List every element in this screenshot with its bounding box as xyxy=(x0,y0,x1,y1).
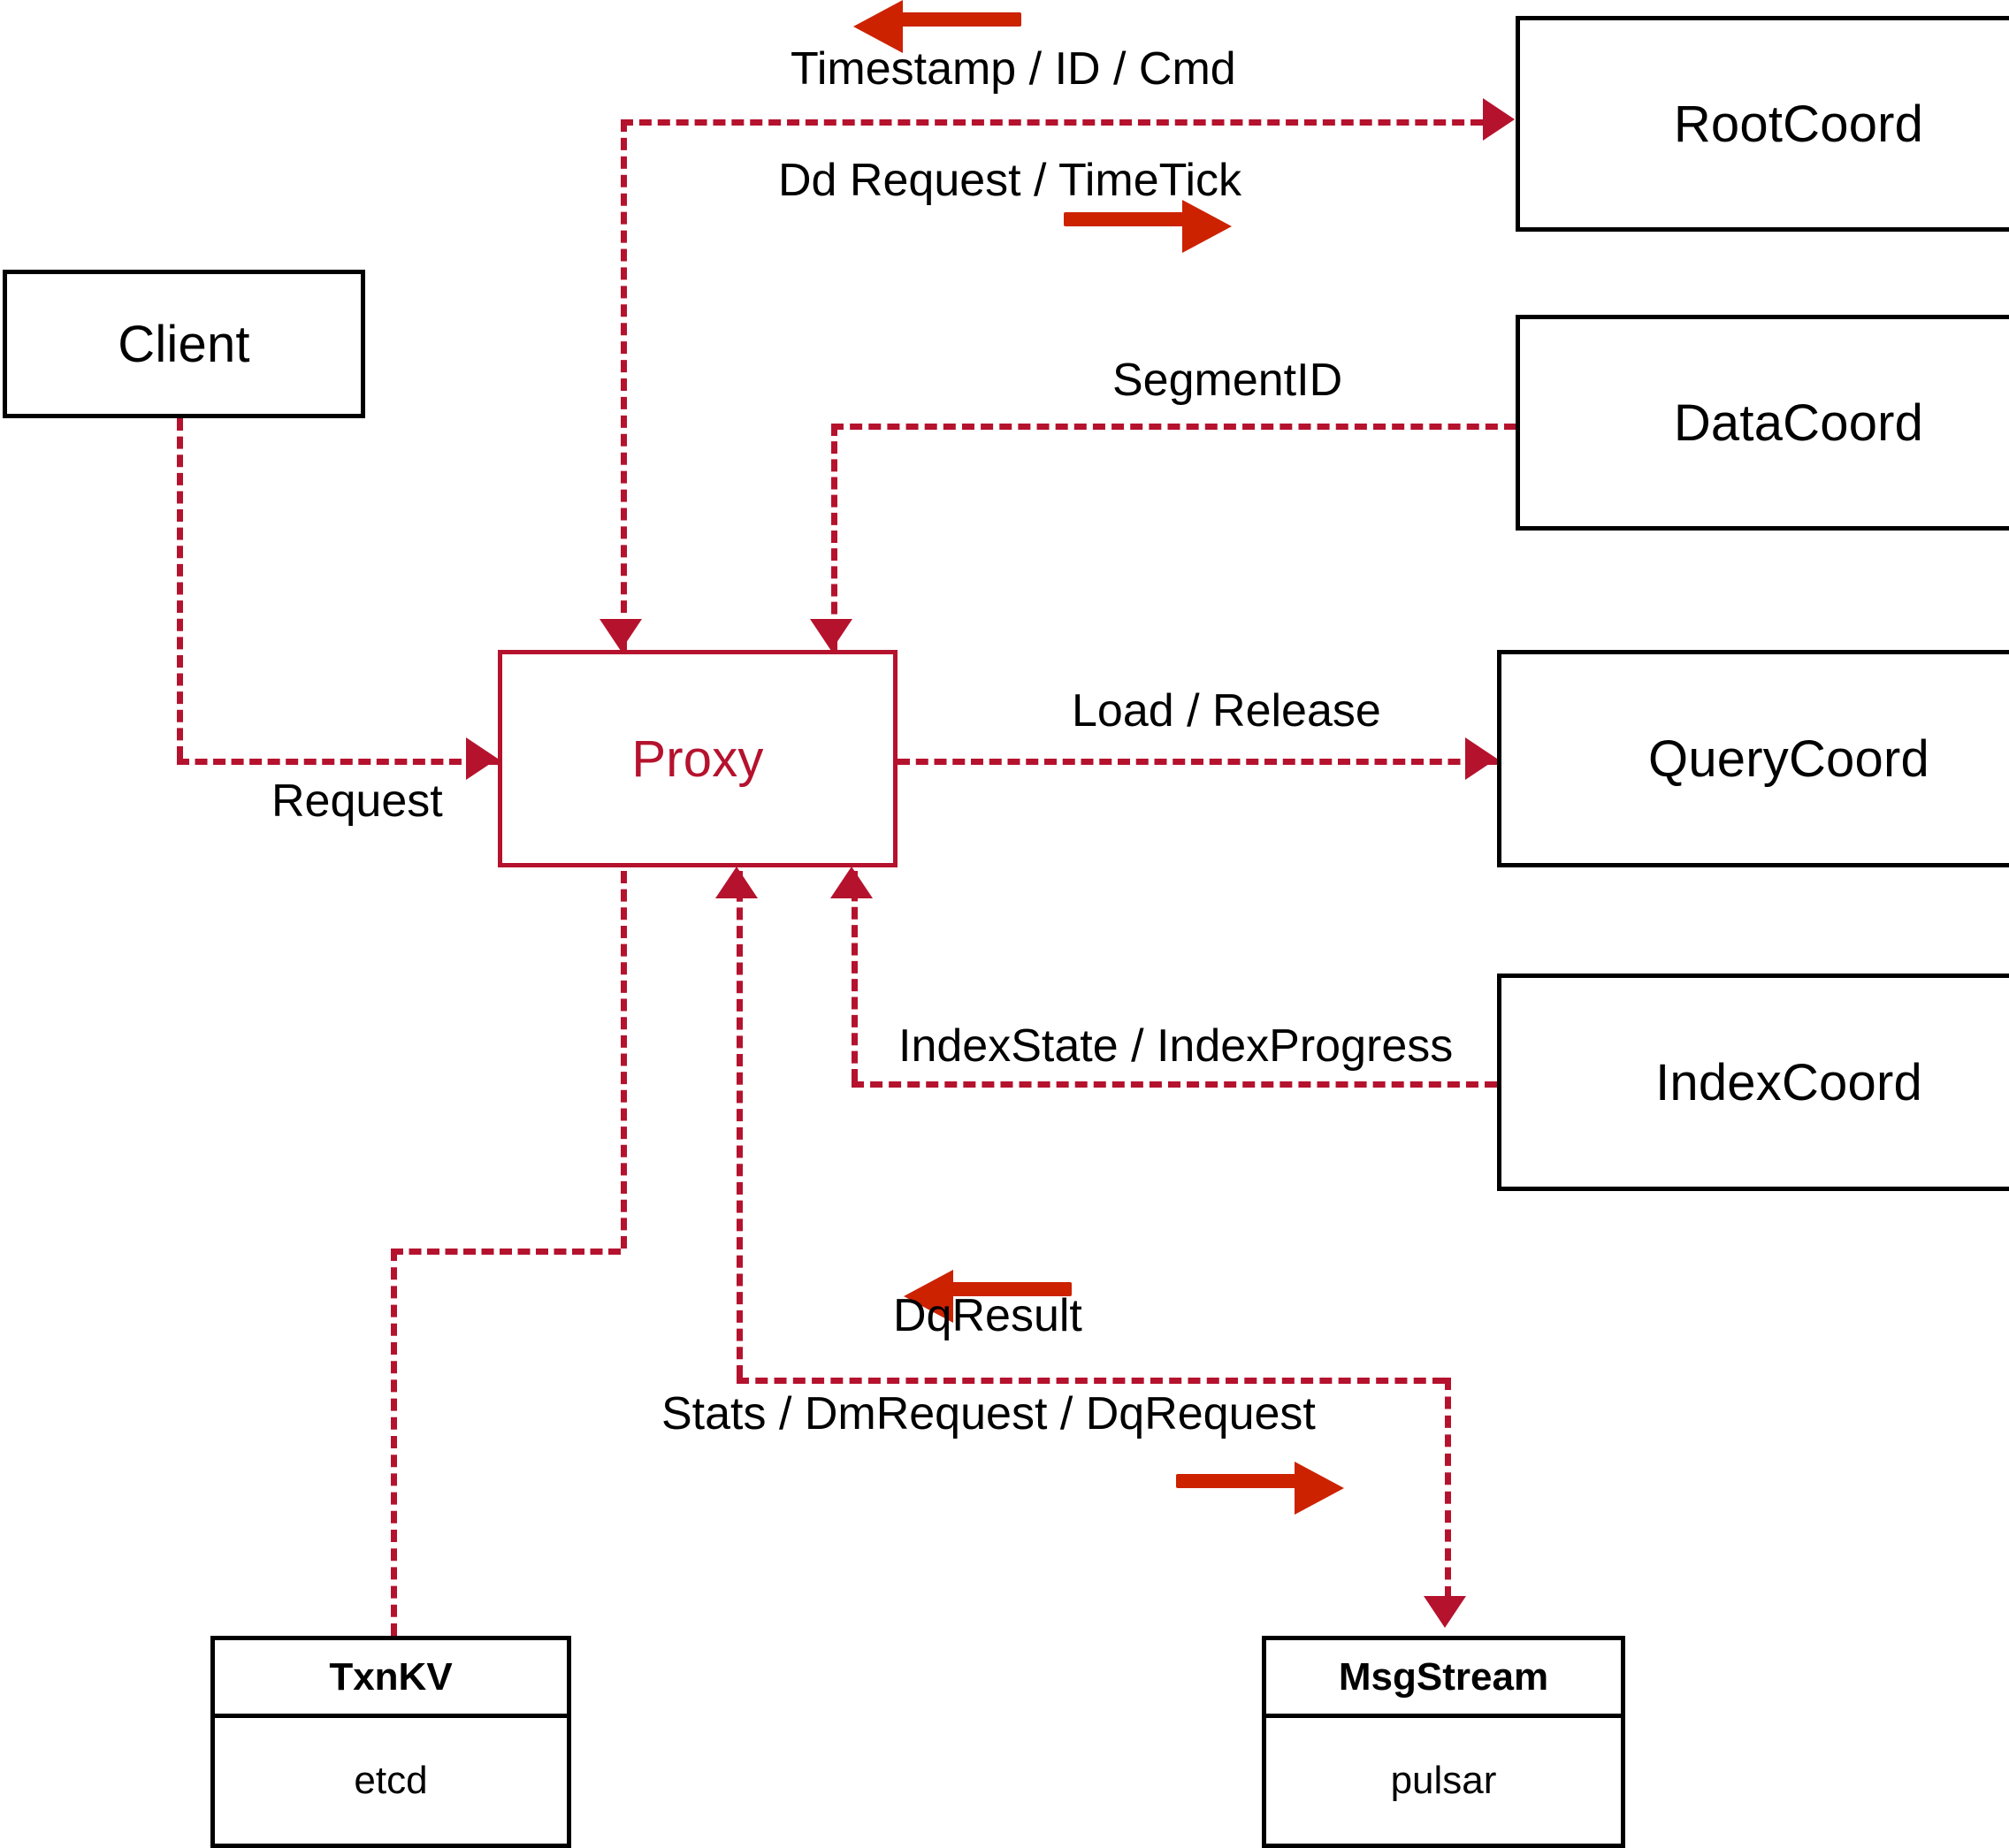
edge-proxy-txnkv-vertical-lower xyxy=(391,1249,397,1636)
node-client[interactable]: Client xyxy=(3,270,365,418)
edge-label-timestamp-id-cmd: Timestamp / ID / Cmd xyxy=(791,43,1236,95)
edge-label-dq-result: DqResult xyxy=(893,1290,1082,1341)
edge-datacoord-proxy-horizontal xyxy=(831,424,1516,430)
edge-label-stats-dm-dq: Stats / DmRequest / DqRequest xyxy=(661,1388,1316,1439)
edge-proxy-querycoord-horizontal xyxy=(898,759,1497,765)
arrowhead-into-proxy-from-datacoord xyxy=(810,619,852,651)
arrowhead-into-msgstream xyxy=(1424,1596,1466,1628)
edge-proxy-txnkv-horizontal xyxy=(391,1249,621,1255)
node-msgstream-body: pulsar xyxy=(1266,1718,1621,1844)
node-proxy[interactable]: Proxy xyxy=(498,650,898,867)
node-indexcoord[interactable]: IndexCoord xyxy=(1497,974,2009,1191)
edge-label-request: Request xyxy=(271,775,443,827)
node-indexcoord-label: IndexCoord xyxy=(1655,1053,1922,1111)
edge-indexcoord-proxy-vertical xyxy=(852,871,858,1081)
node-querycoord[interactable]: QueryCoord xyxy=(1497,650,2009,867)
node-proxy-label: Proxy xyxy=(631,729,764,788)
edge-label-load-release: Load / Release xyxy=(1072,685,1381,737)
arrowhead-into-proxy-from-indexcoord xyxy=(830,867,873,898)
node-client-label: Client xyxy=(118,315,250,373)
edge-proxy-txnkv-vertical-upper xyxy=(621,871,627,1249)
edge-msgstream-proxy-vertical xyxy=(737,871,743,1378)
arrowhead-into-proxy-from-client xyxy=(466,737,498,780)
edge-proxy-msgstream-vertical xyxy=(1445,1378,1451,1599)
edge-label-dd-request-timetick: Dd Request / TimeTick xyxy=(778,155,1242,206)
node-msgstream-header: MsgStream xyxy=(1266,1640,1621,1718)
node-datacoord[interactable]: DataCoord xyxy=(1516,315,2009,531)
node-datacoord-label: DataCoord xyxy=(1673,393,1924,452)
node-txnkv-header: TxnKV xyxy=(215,1640,567,1718)
node-txnkv-body: etcd xyxy=(215,1718,567,1844)
edge-proxy-rootcoord-vertical xyxy=(621,119,627,650)
arrowhead-into-proxy-from-rootcoord xyxy=(600,619,642,651)
edge-proxy-rootcoord-horizontal xyxy=(621,119,1483,126)
node-rootcoord-label: RootCoord xyxy=(1673,95,1924,153)
edge-label-index-state: IndexState / IndexProgress xyxy=(898,1020,1454,1072)
node-msgstream-header-label: MsgStream xyxy=(1338,1654,1549,1699)
arrowhead-into-querycoord xyxy=(1465,737,1497,780)
edge-label-segment-id: SegmentID xyxy=(1112,355,1343,406)
node-txnkv[interactable]: TxnKV etcd xyxy=(210,1636,571,1848)
edge-datacoord-proxy-vertical xyxy=(831,424,837,650)
arrowhead-into-rootcoord xyxy=(1483,98,1515,141)
edge-msgstream-proxy-horizontal xyxy=(737,1378,1445,1384)
node-txnkv-body-label: etcd xyxy=(354,1759,428,1802)
arrowhead-into-proxy-from-msgstream xyxy=(715,867,758,898)
node-msgstream[interactable]: MsgStream pulsar xyxy=(1262,1636,1625,1848)
node-msgstream-body-label: pulsar xyxy=(1390,1759,1497,1802)
edge-client-proxy-horizontal xyxy=(177,759,498,765)
edge-client-proxy-vertical xyxy=(177,418,183,759)
node-txnkv-header-label: TxnKV xyxy=(329,1654,453,1699)
edge-indexcoord-proxy-horizontal xyxy=(852,1081,1497,1088)
node-rootcoord[interactable]: RootCoord xyxy=(1516,16,2009,232)
node-querycoord-label: QueryCoord xyxy=(1648,729,1929,788)
